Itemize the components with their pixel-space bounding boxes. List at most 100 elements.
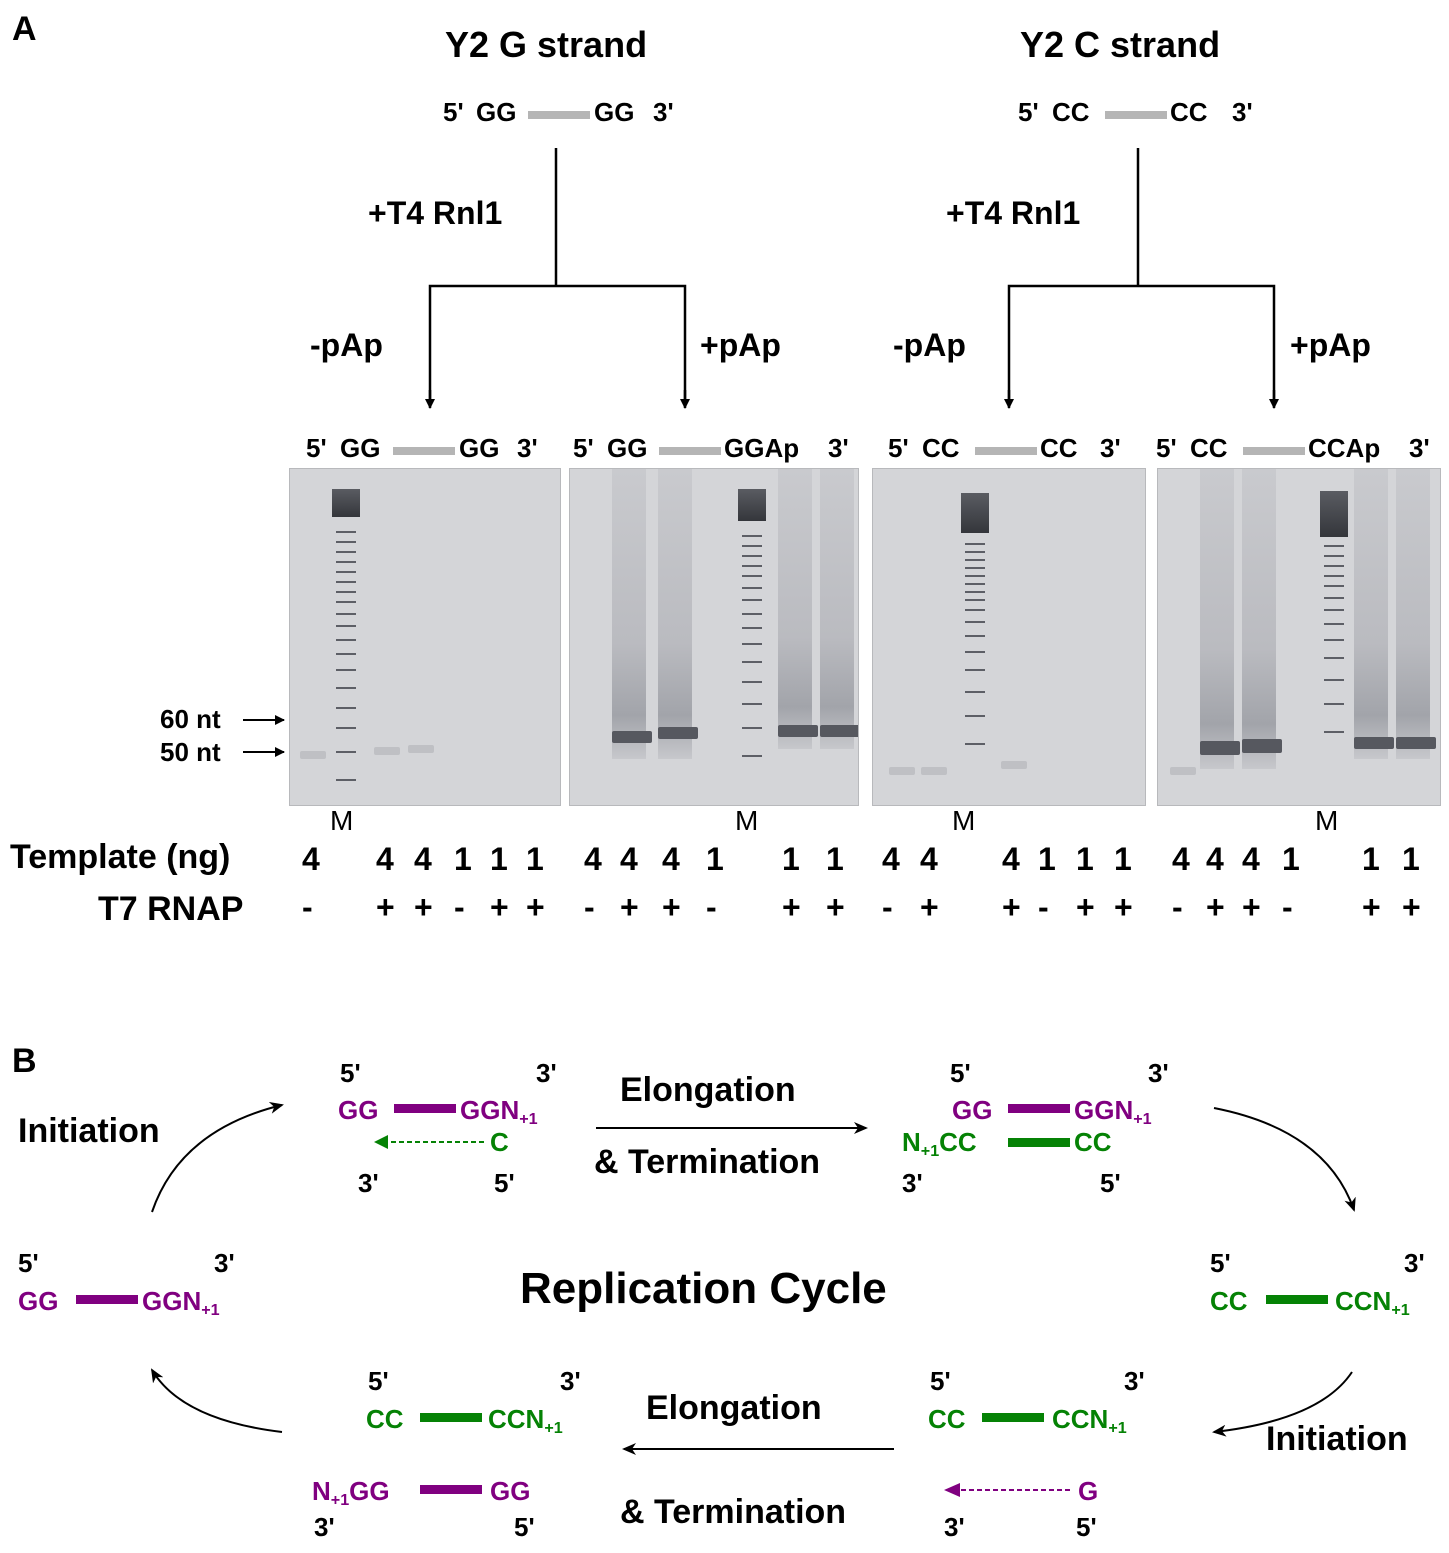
template-value-lane-9: 4	[662, 841, 680, 877]
template-value-lane-7: 4	[584, 841, 602, 877]
gel3-band-lane2	[921, 767, 947, 775]
template-value-lane-18: 1	[1114, 841, 1132, 877]
template-value-lane-4: 1	[454, 841, 472, 877]
tl-3prime: 3'	[536, 1058, 557, 1088]
rnap-value-lane-18: +	[1114, 889, 1133, 925]
rnap-value-lane-22: -	[1282, 889, 1293, 925]
rnap-value-lane-14: +	[920, 889, 939, 925]
template-value-lane-10: 1	[706, 841, 724, 877]
gel-image-3	[872, 468, 1146, 806]
template-value-lane-23: 1	[1362, 841, 1380, 877]
gel1-marker-label: M	[330, 805, 354, 836]
gel2-product-lane6	[820, 725, 858, 737]
rnap-value-lane-11: +	[782, 889, 801, 925]
tr-cc: CC	[1074, 1127, 1112, 1157]
template-value-lane-5: 1	[490, 841, 508, 877]
g-seq-bar	[528, 111, 590, 119]
rnap-value-lane-7: -	[584, 889, 595, 925]
c-seq-5prime: 5'	[1018, 97, 1039, 127]
c-minus-pap: -pAp	[893, 327, 966, 363]
g-seq-left: GG	[476, 97, 517, 127]
rnap-value-lane-1: -	[302, 889, 313, 925]
gel1-header-bar	[393, 447, 455, 455]
gel2-header-right: GGAp	[724, 433, 800, 463]
gel2-marker-label: M	[735, 805, 759, 836]
bl-5prime: 5'	[368, 1366, 389, 1396]
rnap-value-lane-10: -	[706, 889, 717, 925]
gel3-ladder-lane	[961, 469, 989, 805]
br-3prime-bottom: 3'	[944, 1512, 965, 1542]
ladder-top	[332, 489, 360, 517]
gel2-smear-lane2	[612, 469, 646, 759]
gel-image-1	[289, 468, 561, 806]
gel4-band-lane1	[1170, 767, 1196, 775]
template-value-lane-2: 4	[376, 841, 394, 877]
gel1-band-lane4	[408, 745, 434, 753]
template-value-lane-11: 1	[782, 841, 800, 877]
gel3-ladder-top	[961, 493, 989, 533]
template-value-lane-24: 1	[1402, 841, 1420, 877]
gel4-product-lane6	[1396, 737, 1436, 749]
c-plus-pap: +pAp	[1290, 327, 1371, 363]
bl-3prime: 3'	[560, 1366, 581, 1396]
gel2-ladder-lane	[738, 469, 766, 805]
gel4-header-5prime: 5'	[1156, 433, 1177, 463]
tl-5prime-bottom: 5'	[494, 1168, 515, 1198]
rnap-value-lane-13: -	[882, 889, 893, 925]
bl-3prime-bottom: 3'	[314, 1512, 335, 1542]
elongation-label-top: Elongation	[620, 1071, 796, 1109]
rnap-value-lane-16: -	[1038, 889, 1049, 925]
rnap-value-lane-20: +	[1206, 889, 1225, 925]
tl-ggn: GGN+1	[460, 1095, 538, 1128]
gel2-ladder-top	[738, 489, 766, 521]
gel1-band-lane1	[300, 751, 326, 759]
gel1-header-left: GG	[340, 433, 381, 463]
gel4-header-3prime: 3'	[1409, 433, 1430, 463]
gel3-header-5prime: 5'	[888, 433, 909, 463]
r-3prime: 3'	[1404, 1248, 1425, 1278]
rnap-value-lane-23: +	[1362, 889, 1381, 925]
marker-50nt: 50 nt	[160, 737, 221, 767]
gel3-header-right: CC	[1040, 433, 1078, 463]
bl-cc: CC	[366, 1404, 404, 1434]
tr-5prime-bottom: 5'	[1100, 1168, 1121, 1198]
rnap-value-lane-3: +	[414, 889, 433, 925]
gel4-smear-lane3	[1242, 469, 1276, 769]
marker-60nt: 60 nt	[160, 704, 221, 734]
rnap-value-lane-15: +	[1002, 889, 1021, 925]
gel1-header-3prime: 3'	[517, 433, 538, 463]
br-5prime-bottom: 5'	[1076, 1512, 1097, 1542]
br-3prime: 3'	[1124, 1366, 1145, 1396]
gel3-header-bar	[975, 447, 1037, 455]
r-ccn: CCN+1	[1335, 1286, 1410, 1319]
template-value-lane-1: 4	[302, 841, 320, 877]
rnap-value-lane-17: +	[1076, 889, 1095, 925]
tl-c: C	[490, 1127, 509, 1157]
gel-image-4	[1157, 468, 1441, 806]
rnap-value-lane-19: -	[1172, 889, 1183, 925]
gel2-smear-lane5	[778, 469, 812, 749]
template-value-lane-3: 4	[414, 841, 432, 877]
gel4-smear-lane6	[1396, 469, 1430, 759]
c-strand-title: Y2 C strand	[1020, 24, 1221, 65]
gel4-product-lane2	[1200, 741, 1240, 755]
tr-5prime: 5'	[950, 1058, 971, 1088]
gel2-header-bar	[659, 447, 721, 455]
gel4-ladder-top	[1320, 491, 1348, 537]
termination-label-top: & Termination	[594, 1143, 821, 1181]
panel-a-label: A	[12, 10, 37, 48]
template-value-lane-20: 4	[1206, 841, 1224, 877]
br-g: G	[1078, 1476, 1099, 1506]
gel2-product-lane2	[612, 731, 652, 743]
elongation-label-bottom: Elongation	[646, 1389, 822, 1427]
template-value-lane-13: 4	[882, 841, 900, 877]
gel2-smear-lane6	[820, 469, 854, 749]
tr-3prime: 3'	[1148, 1058, 1169, 1088]
template-value-lane-12: 1	[826, 841, 844, 877]
c-seq-bar	[1105, 111, 1167, 119]
rnap-value-lane-21: +	[1242, 889, 1261, 925]
bl-5prime-bottom: 5'	[514, 1512, 535, 1542]
gel3-band-lane1	[889, 767, 915, 775]
